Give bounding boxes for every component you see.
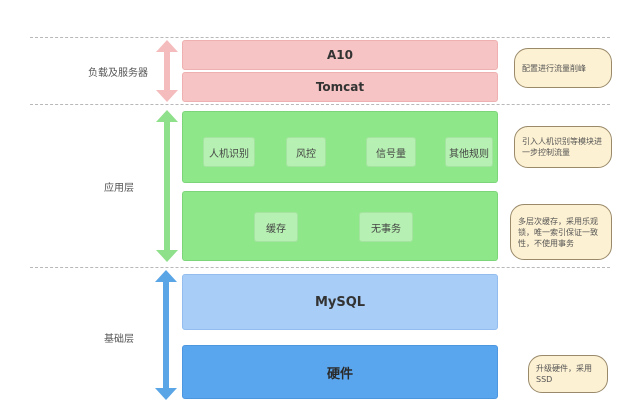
note-lb: 配置进行流量削峰 (514, 48, 612, 88)
note-base-text: 升级硬件，采用SSD (536, 364, 592, 384)
chip-cache: 缓存 (254, 212, 298, 242)
separator-top (30, 37, 610, 38)
layer-label-base: 基础层 (104, 334, 134, 345)
note-app-cache-text: 多层次缓存，采用乐观锁，唯一索引保证一致性，不使用事务 (518, 216, 598, 248)
double-arrow-lb-icon (156, 40, 178, 102)
separator-app-base (30, 267, 610, 268)
mysql-block: MySQL (182, 274, 498, 330)
a10-block: A10 (182, 40, 498, 70)
chip-other-rules: 其他规则 (445, 137, 493, 167)
double-arrow-app-icon (156, 110, 178, 262)
note-app-cache: 多层次缓存，采用乐观锁，唯一索引保证一致性，不使用事务 (510, 204, 612, 260)
chip-human-verification: 人机识别 (203, 137, 255, 167)
layer-label-app: 应用层 (104, 183, 134, 194)
separator-lb-app (30, 104, 610, 105)
note-base: 升级硬件，采用SSD (528, 355, 608, 393)
app-cache-panel (182, 191, 498, 261)
note-app-rules: 引入人机识别等模块进一步控制流量 (514, 126, 612, 168)
chip-risk-control: 风控 (286, 137, 326, 167)
tomcat-block: Tomcat (182, 72, 498, 102)
note-lb-text: 配置进行流量削峰 (522, 63, 586, 73)
chip-semaphore: 信号量 (366, 137, 416, 167)
chip-no-transaction: 无事务 (359, 212, 413, 242)
note-app-rules-text: 引入人机识别等模块进一步控制流量 (522, 137, 602, 157)
double-arrow-base-icon (155, 270, 177, 400)
layer-label-lb: 负载及服务器 (88, 68, 148, 79)
hardware-block: 硬件 (182, 345, 498, 399)
